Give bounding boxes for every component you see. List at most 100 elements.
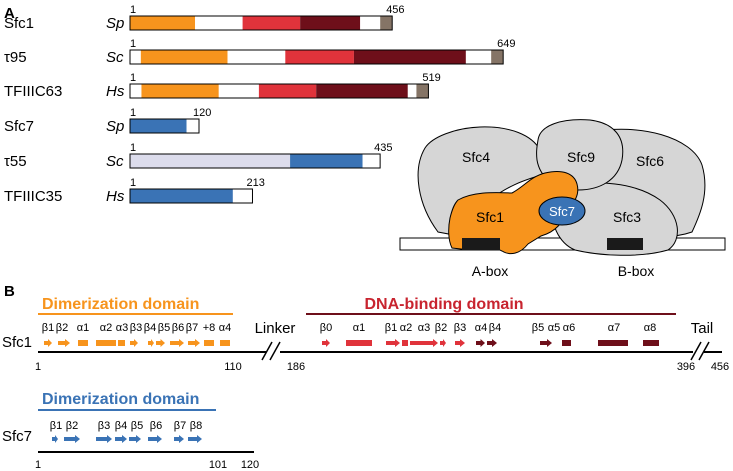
protein-bar-outline	[129, 15, 393, 31]
sfc1-dna-elem-label: α3	[418, 322, 430, 334]
beta-strand-arrow	[476, 339, 485, 347]
protein-name: τ95	[4, 49, 27, 66]
beta-strand-arrow	[115, 435, 127, 443]
protein-domain-segment	[242, 16, 301, 30]
protein-start-residue: 1	[130, 177, 136, 189]
sfc1-axis-break-1a	[261, 341, 273, 361]
sfc7-elem-label: β8	[190, 420, 202, 432]
protein-start-residue: 1	[130, 142, 136, 154]
sfc1-axis-break-1b	[269, 341, 281, 361]
protein-species: Sc	[106, 49, 124, 66]
beta-strand-arrow	[170, 339, 184, 347]
alpha-helix-bar	[78, 340, 88, 346]
beta-strand-arrow	[322, 339, 330, 347]
protein-tail-segment	[416, 84, 429, 98]
sfc7-axis-label: Sfc7	[2, 428, 32, 445]
protein-bar-outline	[129, 188, 253, 204]
beta-strand-arrow	[129, 435, 141, 443]
protein-end-residue: 649	[497, 38, 515, 50]
a-box	[462, 238, 500, 250]
protein-species: Sp	[106, 118, 124, 135]
beta-strand-arrow	[130, 339, 138, 347]
beta-strand-arrow	[156, 339, 165, 347]
protein-end-residue: 435	[374, 142, 392, 154]
beta-strand-arrow	[487, 339, 497, 347]
protein-name: TFIIIC63	[4, 83, 62, 100]
protein-start-residue: 1	[130, 4, 136, 16]
sfc1-dna-elem-label: α6	[563, 322, 575, 334]
protein-species: Hs	[106, 83, 125, 100]
protein-tail-segment	[380, 16, 393, 30]
sfc7-elem-label: β6	[150, 420, 162, 432]
sfc7-label: Sfc7	[549, 204, 575, 219]
beta-strand-arrow	[148, 339, 154, 347]
protein-domain-segment	[141, 84, 219, 98]
sfc6-label: Sfc6	[636, 153, 664, 169]
protein-domain-segment	[130, 84, 142, 98]
protein-species: Hs	[106, 188, 125, 205]
sfc1-axis-break-2a	[690, 341, 702, 361]
protein-domain-segment	[300, 16, 361, 30]
sfc1-dna-elem-label: α1	[353, 322, 365, 334]
sfc1-dim-elem-label: β1	[42, 322, 54, 334]
protein-name: τ55	[4, 153, 27, 170]
alpha-helix-bar	[118, 340, 125, 346]
protein-domain-segment	[353, 50, 466, 64]
protein-species: Sc	[106, 153, 124, 170]
beta-strand-arrow	[148, 435, 162, 443]
sfc1-dna-elem-label: α7	[608, 322, 620, 334]
sfc1-dna-elem-label: β4	[489, 322, 501, 334]
alpha-helix-bar	[220, 340, 230, 346]
sfc1-dim-elem-label: β6	[172, 322, 184, 334]
panel-b-label: B	[4, 283, 15, 300]
beta-strand-arrow	[44, 339, 52, 347]
alpha-helix-bar	[402, 340, 408, 346]
sfc1-dna-elem-label: β1	[385, 322, 397, 334]
sfc1-tick-456: 456	[711, 361, 729, 373]
sfc7-elem-label: β4	[115, 420, 127, 432]
protein-start-residue: 1	[130, 107, 136, 119]
sfc9-label: Sfc9	[567, 149, 595, 165]
protein-domain-segment	[130, 154, 291, 168]
sfc1-tick-110: 110	[224, 361, 242, 373]
a-box-label: A-box	[472, 263, 509, 279]
sfc7-tick-101: 101	[209, 459, 227, 471]
sfc1-tick-1: 1	[35, 361, 41, 373]
beta-strand-arrow	[64, 435, 80, 443]
sfc1-axis-break-2b	[698, 341, 710, 361]
beta-strand-arrow	[440, 339, 446, 347]
protein-end-residue: 213	[246, 177, 264, 189]
alpha-helix-bar	[96, 340, 116, 346]
sfc1-dim-elem-label: α2	[100, 322, 112, 334]
sfc1-tick-186: 186	[287, 361, 305, 373]
sfc7-elem-label: β1	[50, 420, 62, 432]
b-box-label: B-box	[618, 263, 655, 279]
alpha-helix-bar	[204, 340, 214, 346]
sfc1-dim-elem-label: β5	[158, 322, 170, 334]
beta-strand-arrow	[386, 339, 400, 347]
sfc3-label: Sfc3	[613, 209, 641, 225]
sfc4-label: Sfc4	[462, 149, 490, 165]
protein-bar-outline	[129, 83, 429, 99]
protein-domain-segment	[285, 50, 354, 64]
sfc1-dim-elem-label: α3	[116, 322, 128, 334]
b-box	[607, 238, 643, 250]
sfc1-dna-elem-label: β0	[320, 322, 332, 334]
protein-domain-segment	[186, 119, 199, 133]
sfc7-tick-1: 1	[35, 459, 41, 471]
protein-domain-segment	[195, 16, 243, 30]
beta-strand-arrow	[174, 435, 184, 443]
protein-domain-segment	[227, 50, 286, 64]
protein-domain-segment	[362, 154, 381, 168]
linker-label: Linker	[255, 320, 296, 337]
protein-domain-segment	[360, 16, 381, 30]
protein-end-residue: 120	[193, 107, 211, 119]
beta-strand-arrow	[58, 339, 70, 347]
protein-start-residue: 1	[130, 38, 136, 50]
sfc1-dim-elem-label: α4	[219, 322, 231, 334]
sfc7-elem-label: β5	[131, 420, 143, 432]
protein-domain-segment	[465, 50, 492, 64]
sfc1-dim-elem-label: +8	[203, 322, 216, 334]
alpha-helix-bar	[346, 340, 372, 346]
